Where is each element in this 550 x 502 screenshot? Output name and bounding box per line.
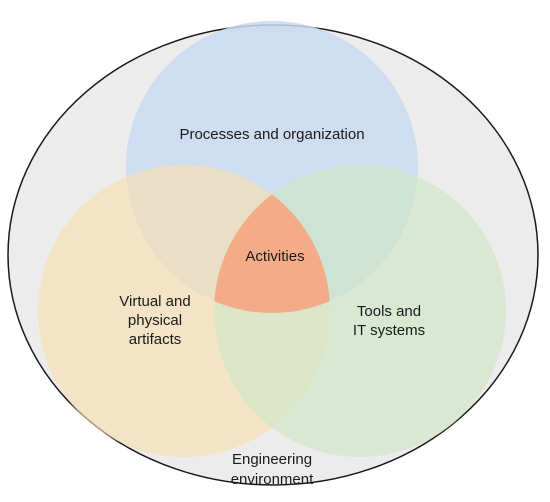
environment-label-line2: environment [231,471,314,488]
artifacts-label-line1: Virtual and [119,293,190,310]
environment-label-line1: Engineering [232,451,312,468]
tools-label-line2: IT systems [353,322,425,339]
processes-label: Processes and organization [179,126,364,143]
activities-intersection [214,165,330,313]
activities-label: Activities [245,248,304,265]
artifacts-label-line3: artifacts [129,331,182,348]
tools-label-line1: Tools and [357,303,421,320]
artifacts-label-line2: physical [128,312,182,329]
